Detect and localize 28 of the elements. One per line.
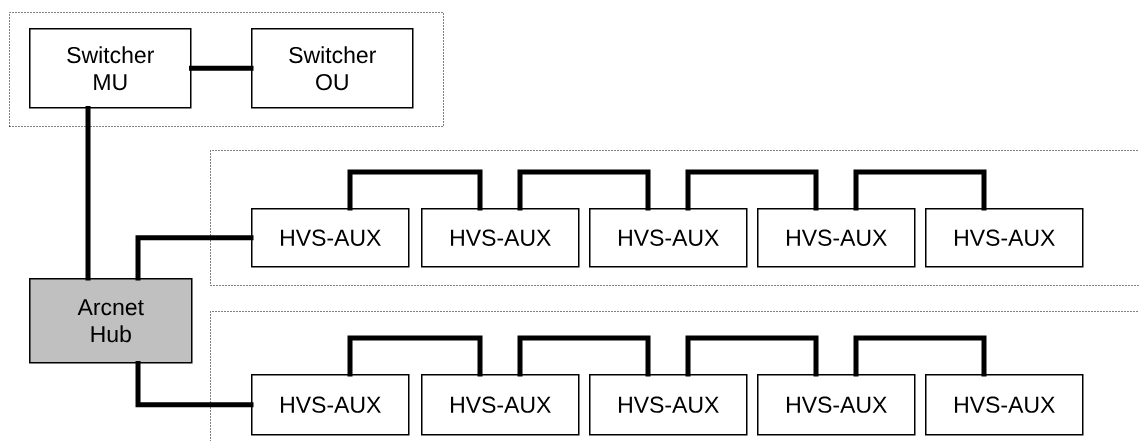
connector-line: [517, 169, 651, 211]
connector-line: [347, 169, 483, 211]
device-box: HVS-AUX: [421, 208, 580, 268]
device-box: HVS-AUX: [589, 208, 748, 268]
connector-line: [135, 235, 254, 281]
connector-line: [347, 335, 483, 377]
connector-line: [189, 65, 254, 71]
device-box: HVS-AUX: [421, 374, 580, 436]
device-box: Switcher OU: [251, 28, 414, 109]
device-box: HVS-AUX: [757, 374, 916, 436]
connector-line: [685, 169, 819, 211]
group-outline: [210, 150, 1139, 286]
device-box: HVS-AUX: [925, 374, 1084, 436]
connector-line: [135, 361, 254, 408]
group-outline: [210, 311, 1139, 441]
device-box: HVS-AUX: [757, 208, 916, 268]
device-box: HVS-AUX: [251, 374, 410, 436]
group-outline: [9, 12, 444, 127]
device-box: HVS-AUX: [589, 374, 748, 436]
connector-line: [853, 169, 987, 211]
device-box: HVS-AUX: [925, 208, 1084, 268]
connector-line: [853, 335, 987, 377]
device-box: HVS-AUX: [251, 208, 410, 268]
hub-box: Arcnet Hub: [29, 278, 193, 364]
device-box: Switcher MU: [29, 28, 192, 109]
connector-line: [685, 335, 819, 377]
connector-line: [517, 335, 651, 377]
connector-line: [85, 106, 91, 281]
